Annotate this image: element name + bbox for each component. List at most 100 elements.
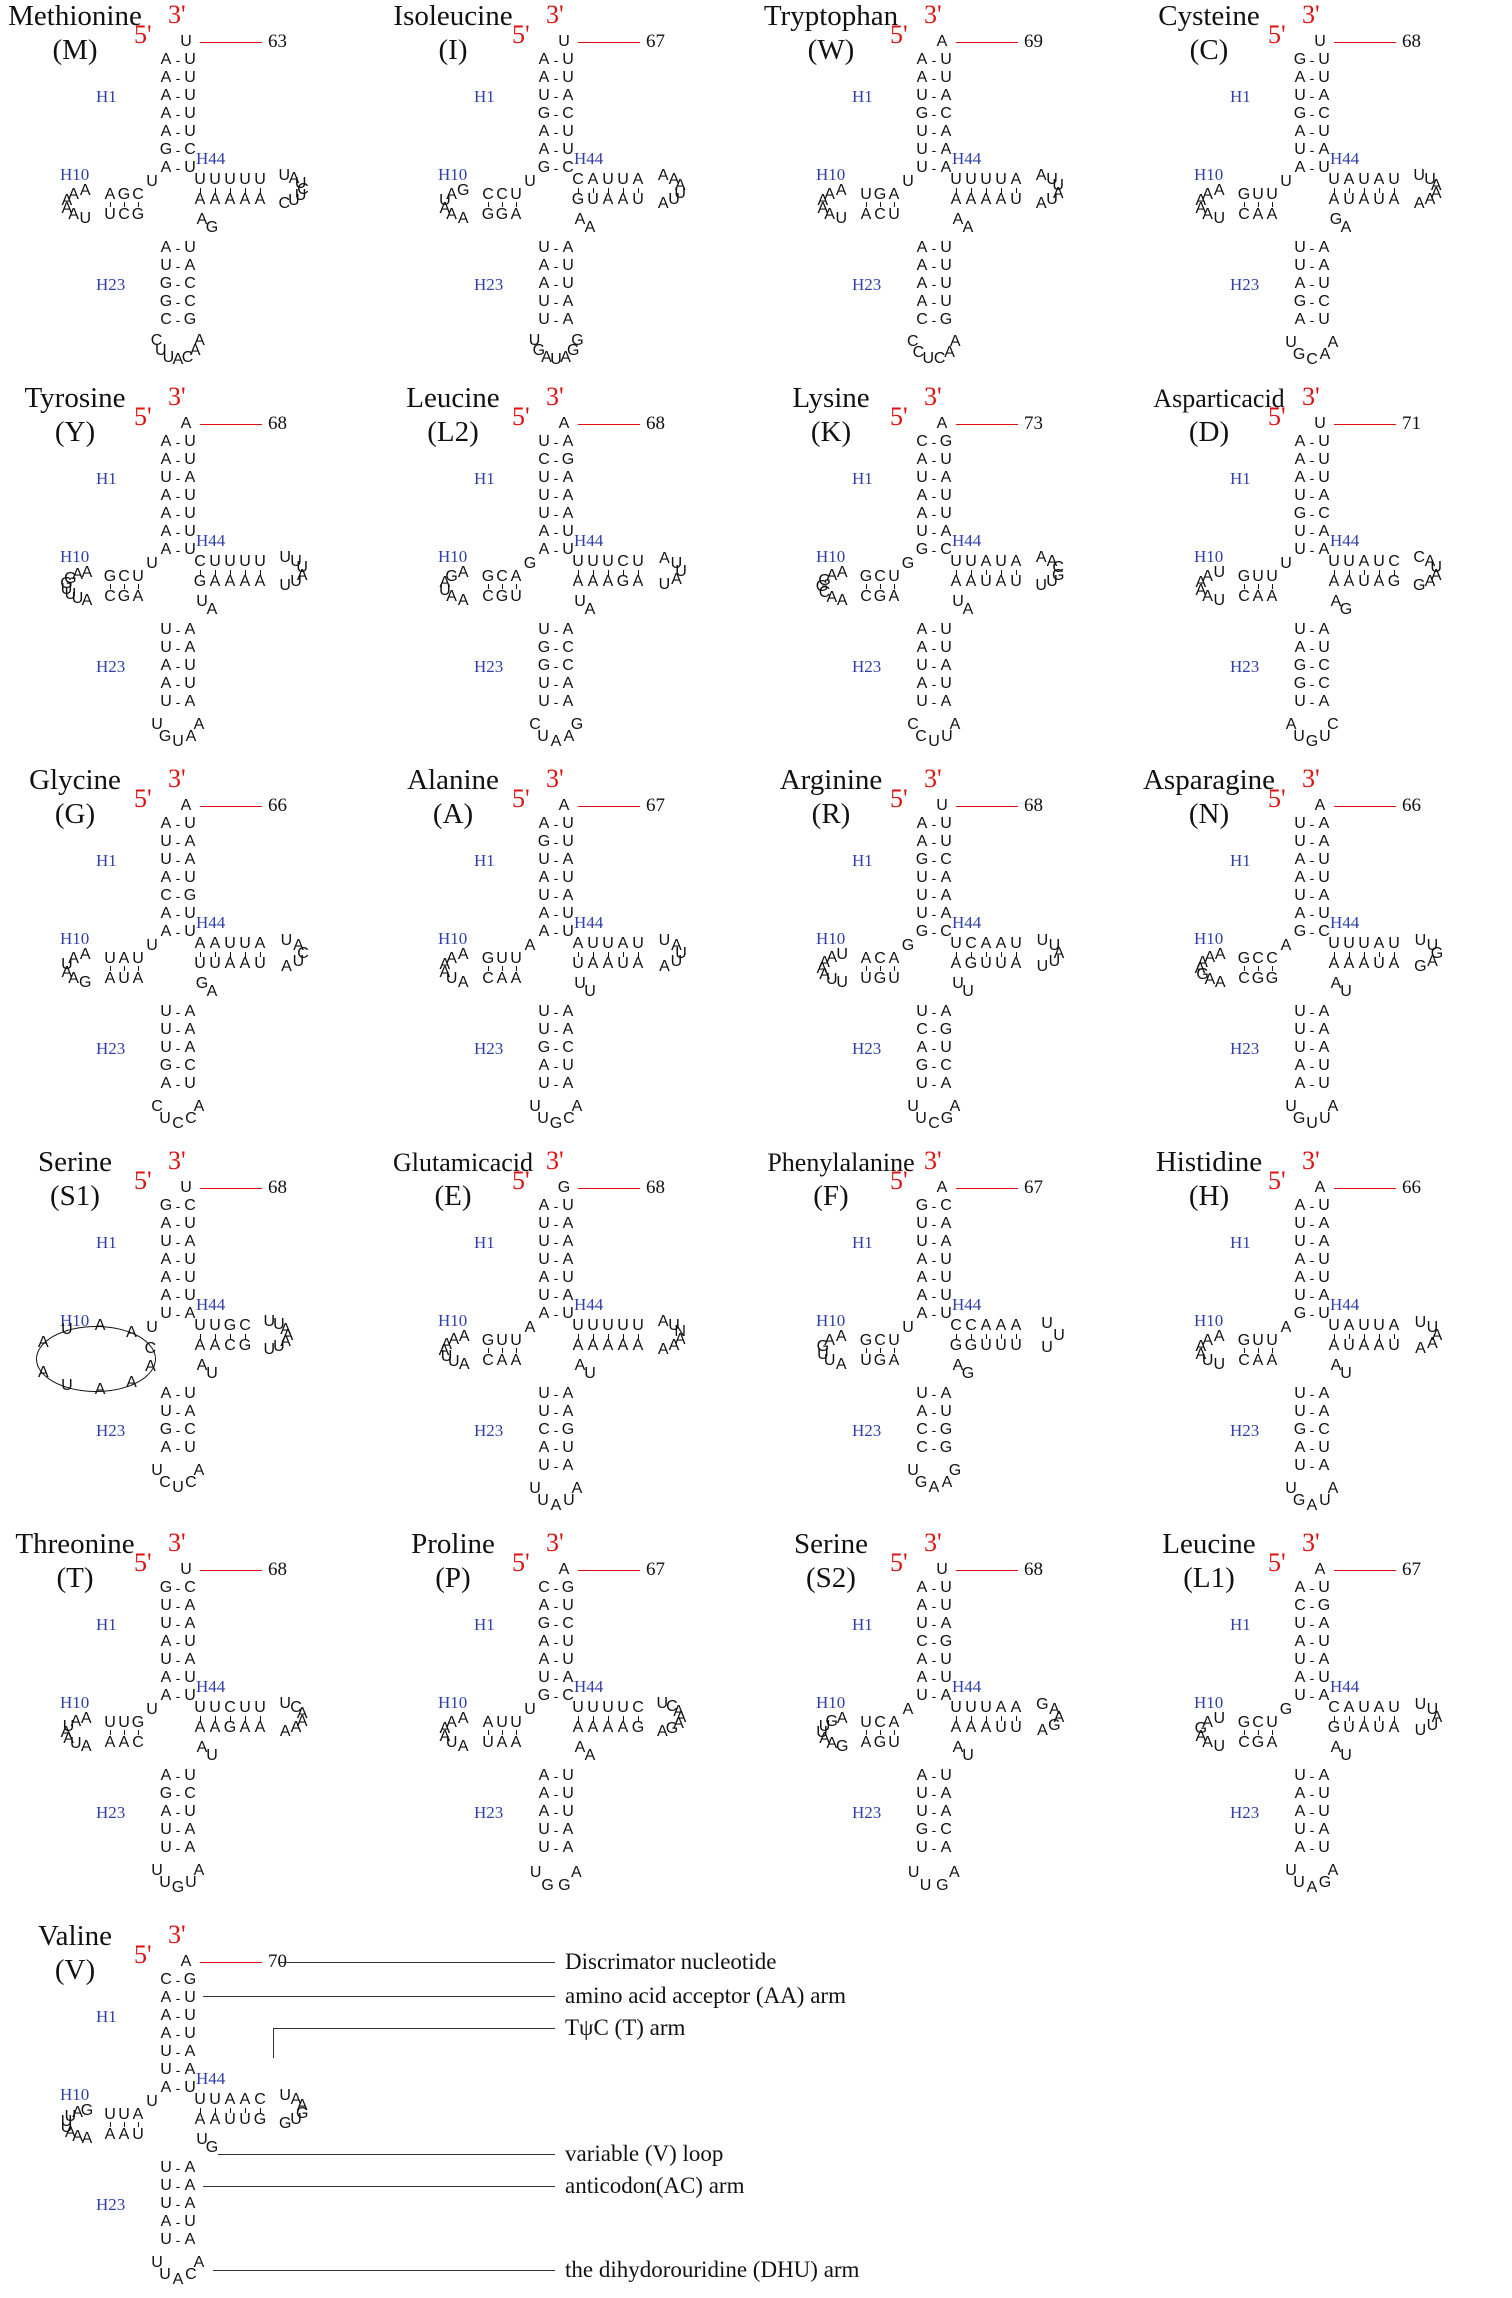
t-stem-top-base: U [995, 553, 1007, 570]
t-stem-bottom-base: G [238, 1337, 252, 1354]
dhu-loop-base: A [1195, 1727, 1207, 1745]
helix-label-h23: H23 [96, 1421, 126, 1440]
ac-stem-3p-base: U [184, 657, 196, 674]
ac-stem-3p-base: C [940, 1821, 952, 1838]
aa-stem-3p-base: A [940, 159, 952, 176]
ac-stem-5p-base: U [916, 1785, 928, 1802]
t-stem-bond [608, 1716, 609, 1721]
t-loop-base: A [296, 2097, 308, 2115]
ac-stem-bond: - [553, 312, 559, 328]
t-stem-bond [1349, 188, 1350, 193]
aa-stem-bond: - [931, 488, 937, 504]
t-stem-top-base: C [950, 1317, 962, 1334]
t-stem-top-base: U [587, 935, 599, 952]
dhu-loop-base: U [817, 1345, 829, 1363]
aa-stem-5p-base: U [538, 851, 550, 868]
helix-label-h1: H1 [1230, 469, 1251, 488]
anticodon-loop-base: U [529, 1480, 541, 1498]
five-prime-label: 5' [890, 784, 908, 813]
t-stem-bond [1364, 570, 1365, 575]
t-stem-bond [245, 188, 246, 193]
dhu-stem-top-base: C [874, 950, 886, 967]
t-stem-bottom-base: A [950, 191, 962, 208]
t-stem-bottom-base: A [950, 1719, 962, 1736]
ac-stem-5p-base: A [916, 1403, 928, 1420]
aa-stem-bond: - [931, 1652, 937, 1668]
t-loop-base: U [1036, 931, 1049, 949]
aa-stem-3p-base: U [184, 2025, 196, 2042]
legend-label-v: variable (V) loop [565, 2141, 724, 2166]
t-stem-bottom-base: A [587, 573, 599, 590]
t-stem-top-base: A [224, 2091, 236, 2108]
dhu-stem-bond [1272, 1730, 1273, 1735]
ac-stem-bond: - [175, 640, 181, 656]
aa-stem-bond: - [1309, 834, 1315, 850]
dhu-stem-bond [110, 1730, 111, 1735]
dhu-stem-bond [488, 966, 489, 971]
ac-stem-bond: - [175, 1058, 181, 1074]
ac-stem-bond: - [175, 1422, 181, 1438]
trna-name: Isoleucine [393, 0, 513, 32]
dhu-loop-base: A [439, 1720, 451, 1738]
aa-stem-bond: - [931, 1252, 937, 1268]
aa-stem-3p-base: U [1318, 451, 1330, 468]
t-stem-bottom-base: A [950, 955, 962, 972]
dhu-stem-bond [880, 202, 881, 207]
aa-stem-5p-base: G [159, 1197, 173, 1214]
dhu-loop-base: A [836, 591, 848, 609]
five-prime-label: 5' [134, 1940, 152, 1969]
aa-stem-bond: - [175, 124, 181, 140]
junction-connector-base: U [1280, 173, 1292, 190]
aa-stem-bond: - [931, 1670, 937, 1686]
trna-name: Threonine [15, 1528, 135, 1560]
t-stem-bottom-base: U [1010, 1719, 1022, 1736]
t-loop-base: U [279, 2087, 291, 2105]
anticodon-loop-base: G [571, 332, 584, 350]
aa-stem-3p-base: A [184, 469, 196, 486]
t-loop-base: A [657, 167, 669, 185]
t-stem-bond [1334, 1716, 1335, 1721]
anticodon-loop-base: G [1292, 346, 1306, 364]
anticodon-loop-base: U [151, 716, 163, 734]
ac-stem-3p-base: C [184, 1785, 196, 1802]
ac-stem-bond: - [931, 1440, 937, 1456]
anticodon-loop-base: C [906, 333, 919, 351]
dhu-loop-base: A [446, 950, 457, 968]
anticodon-loop-base: A [560, 348, 571, 366]
anticodon-loop-base: A [1319, 346, 1331, 364]
t-stem-bottom-base: U [194, 955, 206, 972]
anticodon-loop-base: A [949, 716, 961, 734]
t-loop-base: A [1431, 1327, 1443, 1344]
five-prime-label: 5' [1268, 784, 1286, 813]
t-stem-top-base: A [1388, 1317, 1400, 1334]
aa-stem-3p-base: U [184, 1287, 196, 1304]
ac-stem-bond: - [175, 312, 181, 328]
t-loop-base: A [290, 2091, 302, 2109]
ac-stem-3p-base: A [562, 293, 574, 310]
t-stem-bond [1379, 188, 1380, 193]
t-loop-base: A [1035, 167, 1047, 185]
length-tick [578, 806, 640, 807]
ac-stem-bond: - [1309, 1458, 1315, 1474]
t-loop-base: U [290, 572, 302, 590]
anticodon-loop-base: A [1327, 334, 1339, 352]
dhu-loop-base: A [446, 587, 457, 605]
dhu-stem-top-base: G [1237, 1714, 1251, 1731]
aa-stem-bond: - [931, 906, 937, 922]
dhu-loop-base: G [835, 1737, 849, 1755]
trna-code: (F) [813, 1180, 849, 1212]
helix-label-h10: H10 [816, 929, 846, 948]
aa-stem-bond: - [175, 1270, 181, 1286]
ac-stem-3p-base: A [562, 1457, 574, 1474]
t-stem-bond [230, 1716, 231, 1721]
t-stem-bottom-base: A [980, 1719, 992, 1736]
t-stem-bond [1379, 952, 1380, 957]
ac-stem-3p-base: A [184, 693, 196, 710]
t-stem-bottom-base: A [617, 1337, 629, 1354]
aa-stem-bond: - [175, 1616, 181, 1632]
t-stem-bond [260, 1716, 261, 1721]
length-tick [200, 1570, 262, 1571]
aa-stem-5p-base: A [160, 1687, 172, 1704]
